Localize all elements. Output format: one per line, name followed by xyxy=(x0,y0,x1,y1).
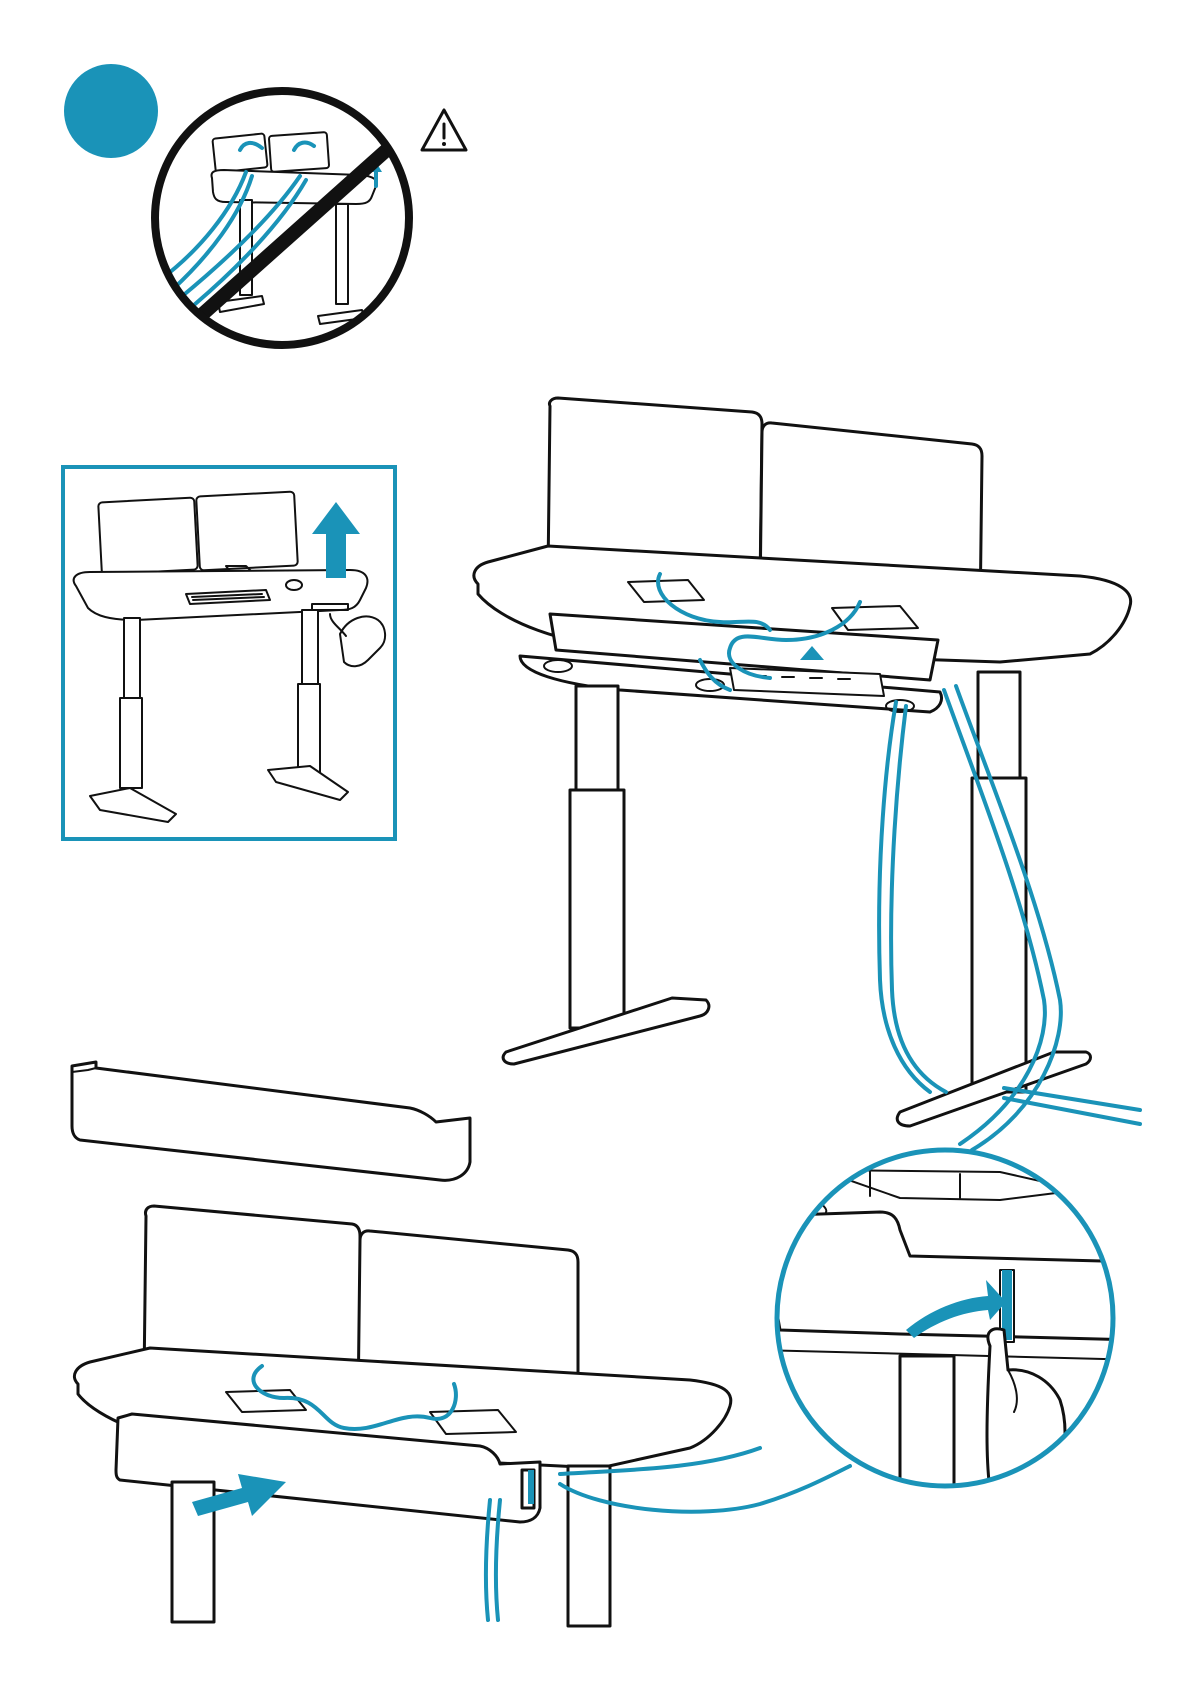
attach-cover-desk xyxy=(74,1206,850,1626)
step-badge xyxy=(64,64,158,158)
warning-icon xyxy=(422,110,466,150)
prohibited-scene xyxy=(155,91,409,345)
cable-routing-desk xyxy=(474,398,1140,1150)
raise-desk-panel xyxy=(63,467,395,839)
cable-cover-panel xyxy=(72,1062,470,1180)
clip-detail-zoom xyxy=(760,1150,1140,1516)
